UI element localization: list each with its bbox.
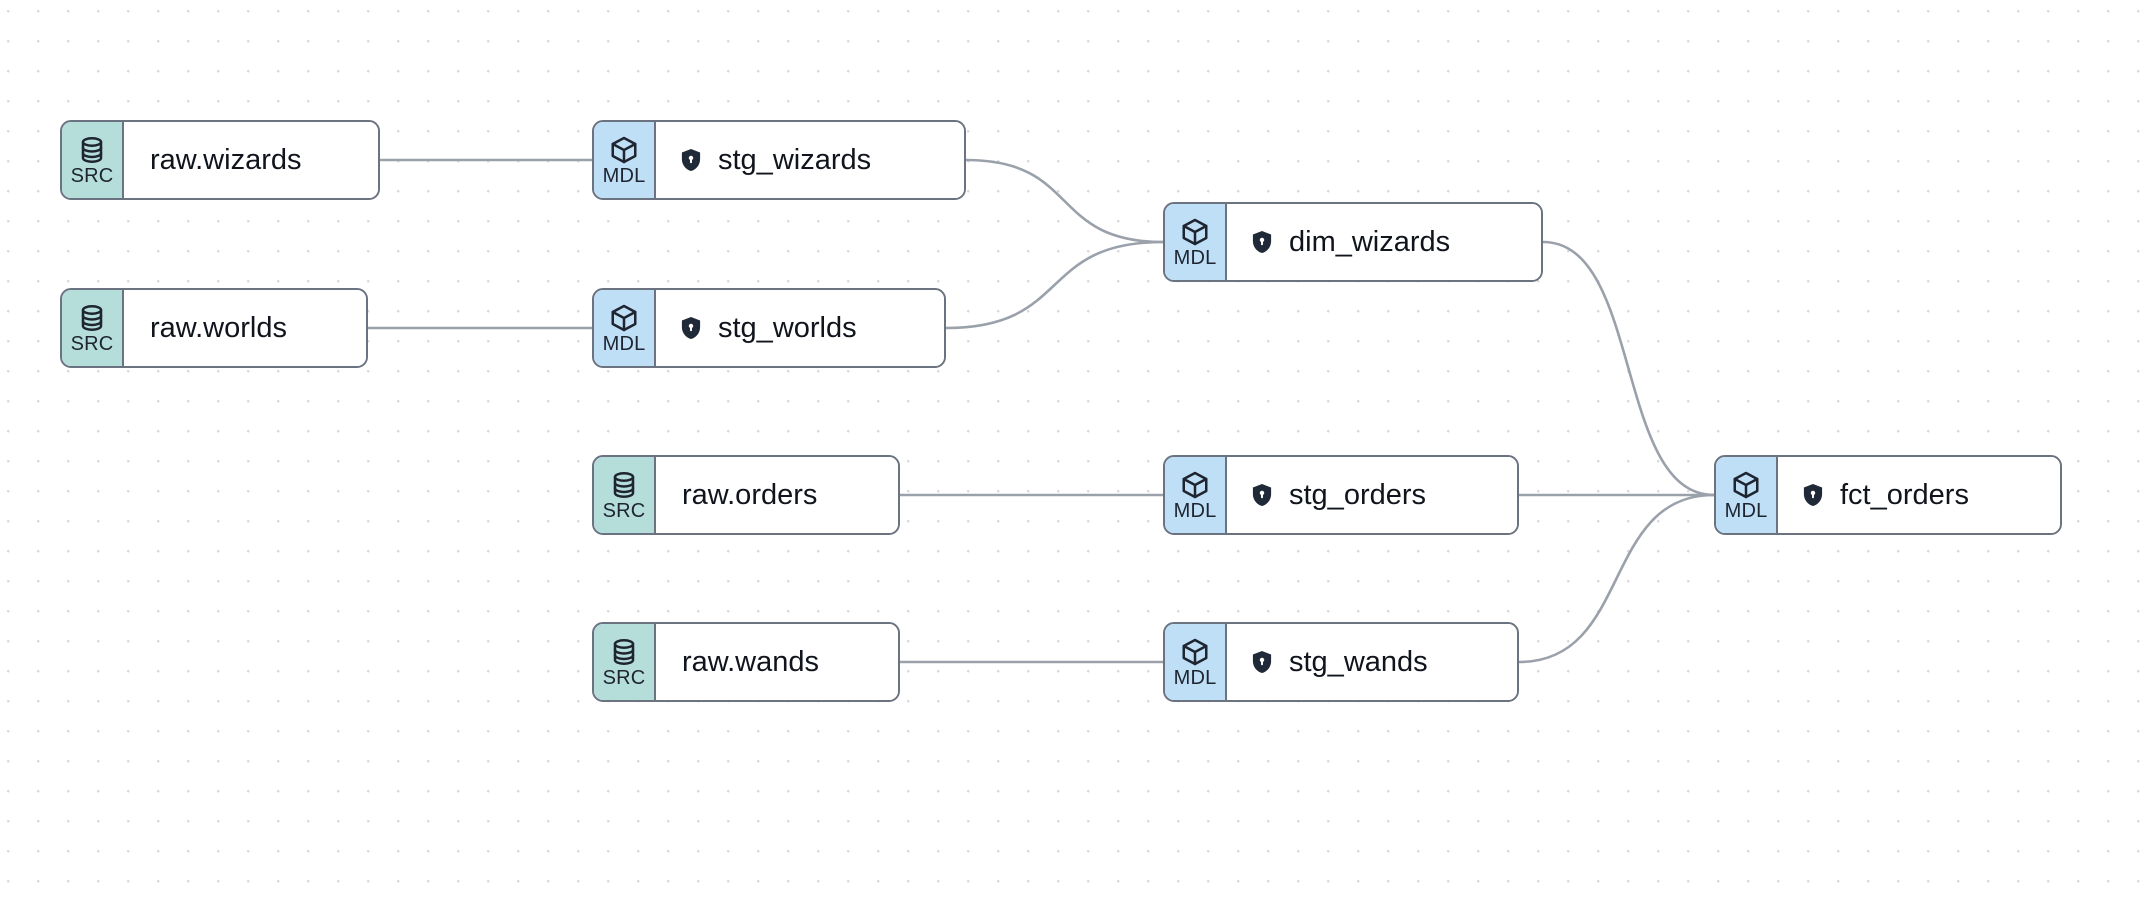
node-label: stg_worlds — [718, 311, 857, 344]
lineage-node-raw-wands[interactable]: SRC raw.wands — [592, 622, 900, 702]
database-icon — [77, 135, 107, 165]
lineage-edge-e-stg-wizards-dim-wizards — [964, 158, 1165, 244]
node-type-label: MDL — [1173, 246, 1217, 269]
cube-icon — [1180, 470, 1210, 500]
node-body-fct-orders: fct_orders — [1778, 457, 2060, 533]
node-type-label: SRC — [70, 164, 114, 187]
node-type-label: SRC — [602, 499, 646, 522]
node-label: raw.wands — [682, 645, 820, 678]
node-body-raw-wizards: raw.wizards — [124, 122, 378, 198]
cube-icon — [609, 303, 639, 333]
node-type-badge-raw-orders: SRC — [594, 457, 656, 533]
node-type-badge-dim-wizards: MDL — [1165, 204, 1227, 280]
database-icon — [609, 637, 639, 667]
lineage-node-raw-worlds[interactable]: SRC raw.worlds — [60, 288, 368, 368]
shield-icon — [678, 315, 704, 341]
node-label: dim_wizards — [1289, 225, 1451, 258]
node-type-badge-stg-wizards: MDL — [594, 122, 656, 198]
node-type-badge-raw-wizards: SRC — [62, 122, 124, 198]
node-body-stg-wizards: stg_wizards — [656, 122, 964, 198]
node-type-badge-fct-orders: MDL — [1716, 457, 1778, 533]
node-label: raw.orders — [682, 478, 818, 511]
node-type-label: MDL — [1724, 499, 1768, 522]
node-type-label: SRC — [602, 666, 646, 689]
node-body-raw-worlds: raw.worlds — [124, 290, 366, 366]
node-body-raw-wands: raw.wands — [656, 624, 898, 700]
cube-icon — [1731, 470, 1761, 500]
node-type-badge-stg-wands: MDL — [1165, 624, 1227, 700]
lineage-edge-e-dim-wizards-fct-orders — [1541, 240, 1716, 497]
lineage-node-stg-wands[interactable]: MDL stg_wands — [1163, 622, 1519, 702]
node-type-label: MDL — [1173, 499, 1217, 522]
shield-icon — [1249, 649, 1275, 675]
lineage-node-fct-orders[interactable]: MDL fct_orders — [1714, 455, 2062, 535]
node-body-stg-worlds: stg_worlds — [656, 290, 944, 366]
node-body-raw-orders: raw.orders — [656, 457, 898, 533]
node-body-stg-wands: stg_wands — [1227, 624, 1517, 700]
node-label: raw.wizards — [150, 143, 302, 176]
database-icon — [609, 470, 639, 500]
node-label: stg_wands — [1289, 645, 1428, 678]
lineage-edge-e-stg-wands-fct-orders — [1517, 493, 1716, 664]
node-label: fct_orders — [1840, 478, 1969, 511]
node-type-badge-raw-wands: SRC — [594, 624, 656, 700]
database-icon — [77, 303, 107, 333]
shield-icon — [1800, 482, 1826, 508]
shield-icon — [1249, 229, 1275, 255]
node-type-badge-stg-orders: MDL — [1165, 457, 1227, 533]
node-type-label: MDL — [1173, 666, 1217, 689]
node-label: raw.worlds — [150, 311, 287, 344]
lineage-node-stg-worlds[interactable]: MDL stg_worlds — [592, 288, 946, 368]
shield-icon — [1249, 482, 1275, 508]
lineage-node-stg-wizards[interactable]: MDL stg_wizards — [592, 120, 966, 200]
lineage-node-raw-wizards[interactable]: SRC raw.wizards — [60, 120, 380, 200]
shield-icon — [678, 147, 704, 173]
cube-icon — [1180, 637, 1210, 667]
lineage-node-raw-orders[interactable]: SRC raw.orders — [592, 455, 900, 535]
lineage-node-stg-orders[interactable]: MDL stg_orders — [1163, 455, 1519, 535]
node-type-badge-stg-worlds: MDL — [594, 290, 656, 366]
cube-icon — [609, 135, 639, 165]
node-label: stg_orders — [1289, 478, 1427, 511]
node-type-label: SRC — [70, 332, 114, 355]
node-type-label: MDL — [602, 332, 646, 355]
node-body-stg-orders: stg_orders — [1227, 457, 1517, 533]
node-type-label: MDL — [602, 164, 646, 187]
lineage-edge-e-stg-worlds-dim-wizards — [944, 240, 1165, 330]
node-label: stg_wizards — [718, 143, 872, 176]
node-type-badge-raw-worlds: SRC — [62, 290, 124, 366]
cube-icon — [1180, 217, 1210, 247]
lineage-node-dim-wizards[interactable]: MDL dim_wizards — [1163, 202, 1543, 282]
node-body-dim-wizards: dim_wizards — [1227, 204, 1541, 280]
